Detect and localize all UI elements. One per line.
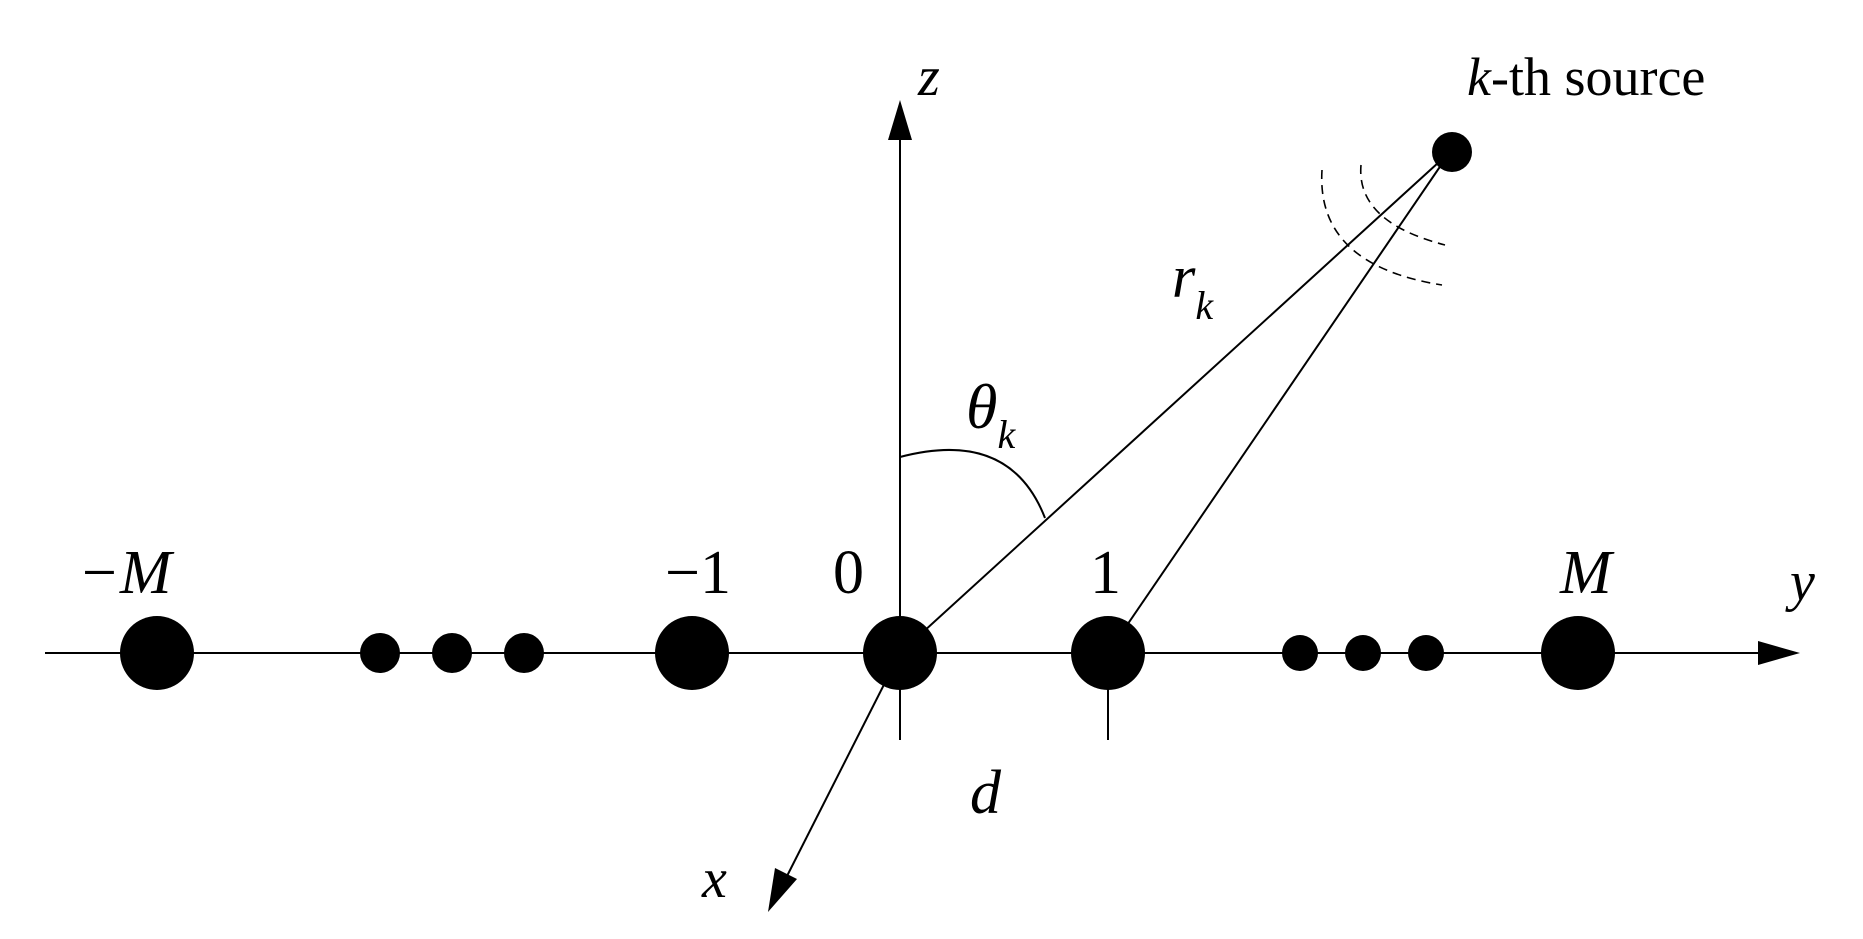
source-k: k — [1467, 47, 1492, 107]
range-line-from-origin — [899, 151, 1451, 654]
sensor-label-neg-m-text: −M — [78, 539, 175, 607]
ellipsis-dot-left-3 — [504, 633, 544, 673]
theta-symbol: θ — [966, 371, 997, 442]
sensor-label-neg-one: −1 — [665, 539, 731, 607]
sensor-label-zero: 0 — [833, 539, 864, 607]
source-dot — [1432, 132, 1472, 172]
ellipsis-dot-right-1 — [1282, 635, 1318, 671]
spacing-label: d — [970, 759, 1002, 827]
sensor-m — [1541, 616, 1615, 690]
sensor-label-neg-m: −M — [78, 539, 175, 607]
x-axis-arrowhead — [768, 868, 797, 912]
theta-sub: k — [997, 412, 1016, 457]
sensor-neg-m — [120, 616, 194, 690]
sensor-label-one: 1 — [1090, 539, 1121, 607]
wavefront-arc-inner — [1360, 164, 1446, 246]
ellipsis-dot-right-2 — [1345, 635, 1381, 671]
source-label: k-th source — [1467, 47, 1705, 107]
z-axis-label: z — [917, 46, 940, 108]
theta-label: θk — [966, 371, 1016, 457]
wavefront-arc-outer — [1320, 169, 1443, 286]
y-axis-arrowhead — [1758, 641, 1800, 665]
x-axis-line — [784, 652, 901, 881]
ellipsis-dot-left-2 — [432, 633, 472, 673]
sensor-one — [1071, 616, 1145, 690]
y-axis-label: y — [1785, 551, 1815, 613]
sensor-neg-one — [655, 616, 729, 690]
range-r: r — [1172, 244, 1196, 310]
range-label: rk — [1172, 244, 1214, 328]
sensor-zero — [863, 616, 937, 690]
x-axis-label: x — [701, 848, 727, 910]
ellipsis-dot-left-1 — [360, 633, 400, 673]
range-line-from-sensor-one — [1107, 151, 1451, 654]
theta-angle-arc — [899, 449, 1046, 519]
source-suffix: -th source — [1491, 47, 1705, 107]
range-sub: k — [1195, 283, 1214, 328]
ellipsis-dot-right-3 — [1408, 635, 1444, 671]
sensor-label-m: M — [1559, 539, 1615, 607]
z-axis-arrowhead — [888, 100, 912, 140]
